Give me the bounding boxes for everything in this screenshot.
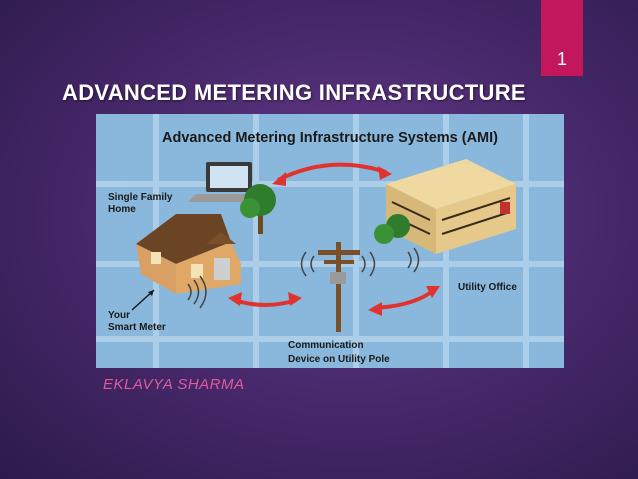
slide-number-badge: 1	[541, 0, 583, 76]
label-pole: Communication Device on Utility Pole	[288, 340, 390, 365]
slide-number: 1	[557, 49, 567, 70]
slide-title: ADVANCED METERING INFRASTRUCTURE	[62, 80, 526, 106]
tree-icon-building	[374, 214, 410, 244]
arrow-home-pole	[234, 300, 296, 305]
ami-diagram-svg: Advanced Metering Infrastructure Systems…	[96, 114, 564, 368]
arrow-home-office	[278, 165, 386, 180]
building-signal-waves-icon	[408, 248, 419, 272]
house-icon	[136, 214, 241, 294]
label-home: Single Family Home	[108, 192, 175, 215]
label-utility-office: Utility Office	[458, 282, 517, 293]
ami-diagram: Advanced Metering Infrastructure Systems…	[96, 114, 564, 368]
utility-building-icon	[386, 159, 516, 254]
arrow-pole-office	[374, 290, 434, 308]
author-name: EKLAVYA SHARMA	[103, 376, 245, 393]
diagram-heading: Advanced Metering Infrastructure Systems…	[162, 130, 498, 146]
